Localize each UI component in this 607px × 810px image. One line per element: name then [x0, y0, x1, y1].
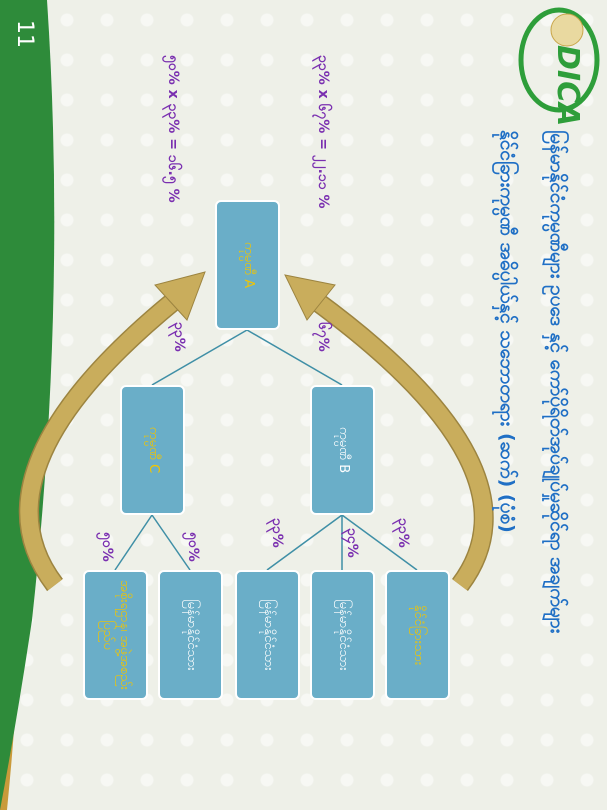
- percent-b-leaf: ၃၃%: [269, 518, 285, 548]
- title-line-2: နိုင်ငံခြားကုမ္ပဏီ အဓိပ္ပါယ်နှင့် သဘောတရ…: [496, 130, 518, 533]
- percent-b-leaf: ၃၃%: [395, 518, 411, 548]
- leaf-label: မြန်မာနိုင်ငံသား: [260, 599, 276, 671]
- leaf-myanmar-citizen: မြန်မာနိုင်ငံသား: [310, 570, 375, 700]
- leaf-label: မြန်မာနိုင်ငံသား: [183, 599, 199, 671]
- company-a-box: ကုမ္ပဏီ A: [215, 200, 280, 330]
- dica-logo: DICA: [550, 45, 585, 127]
- leaf-government: အစိုးရဌာန၊ အဖွဲ့အစည်း ပြည်ပ: [83, 570, 148, 700]
- leaf-label: အစိုးရဌာန၊ အဖွဲ့အစည်း ပြည်ပ: [100, 580, 133, 690]
- leaf-foreigner: နိုင်ငံခြားသား: [385, 570, 450, 700]
- leaf-myanmar-citizen: မြန်မာနိုင်ငံသား: [158, 570, 223, 700]
- formula-company-c: ၅၀% x ၃၃% = ၁၆.၅ %: [165, 55, 181, 203]
- arrow-govt-to-a: [18, 271, 206, 592]
- company-b-label: ကုမ္ပဏီ B: [335, 426, 351, 474]
- leaf-label: မြန်မာနိုင်ငံသား: [335, 599, 351, 671]
- leaf-myanmar-citizen: မြန်မာနိုင်ငံသား: [235, 570, 300, 700]
- percent-b-leaf: ၃၄%: [344, 528, 360, 558]
- title-line-1: မြန်မာနိုင်ငံကုမ္ပဏီများ ဥပဒေ နှင့် ကော်…: [546, 130, 568, 634]
- percent-a-b: ၆၇%: [315, 322, 331, 352]
- company-c-label: ကုမ္ပဏီ C: [145, 426, 161, 474]
- dica-logo-graphic: [518, 7, 600, 113]
- formula-company-b: ၃၃% x ၆၇% = ၂၂.၁၁ %: [315, 55, 331, 209]
- leaf-label: နိုင်ငံခြားသား: [410, 604, 426, 666]
- percent-a-c: ၃၃%: [171, 322, 187, 352]
- green-swoosh: [0, 0, 55, 810]
- percent-c-leaf: ၅၀%: [185, 532, 201, 562]
- company-b-box: ကုမ္ပဏီ B: [310, 385, 375, 515]
- connector-lines: [114, 329, 418, 571]
- page-number: 11: [12, 20, 37, 48]
- percent-c-leaf: ၅၀%: [99, 532, 115, 562]
- company-c-box: ကုမ္ပဏီ C: [120, 385, 185, 515]
- arrow-foreign-to-a: [284, 274, 494, 592]
- company-a-label: ကုမ္ပဏီ A: [240, 241, 256, 289]
